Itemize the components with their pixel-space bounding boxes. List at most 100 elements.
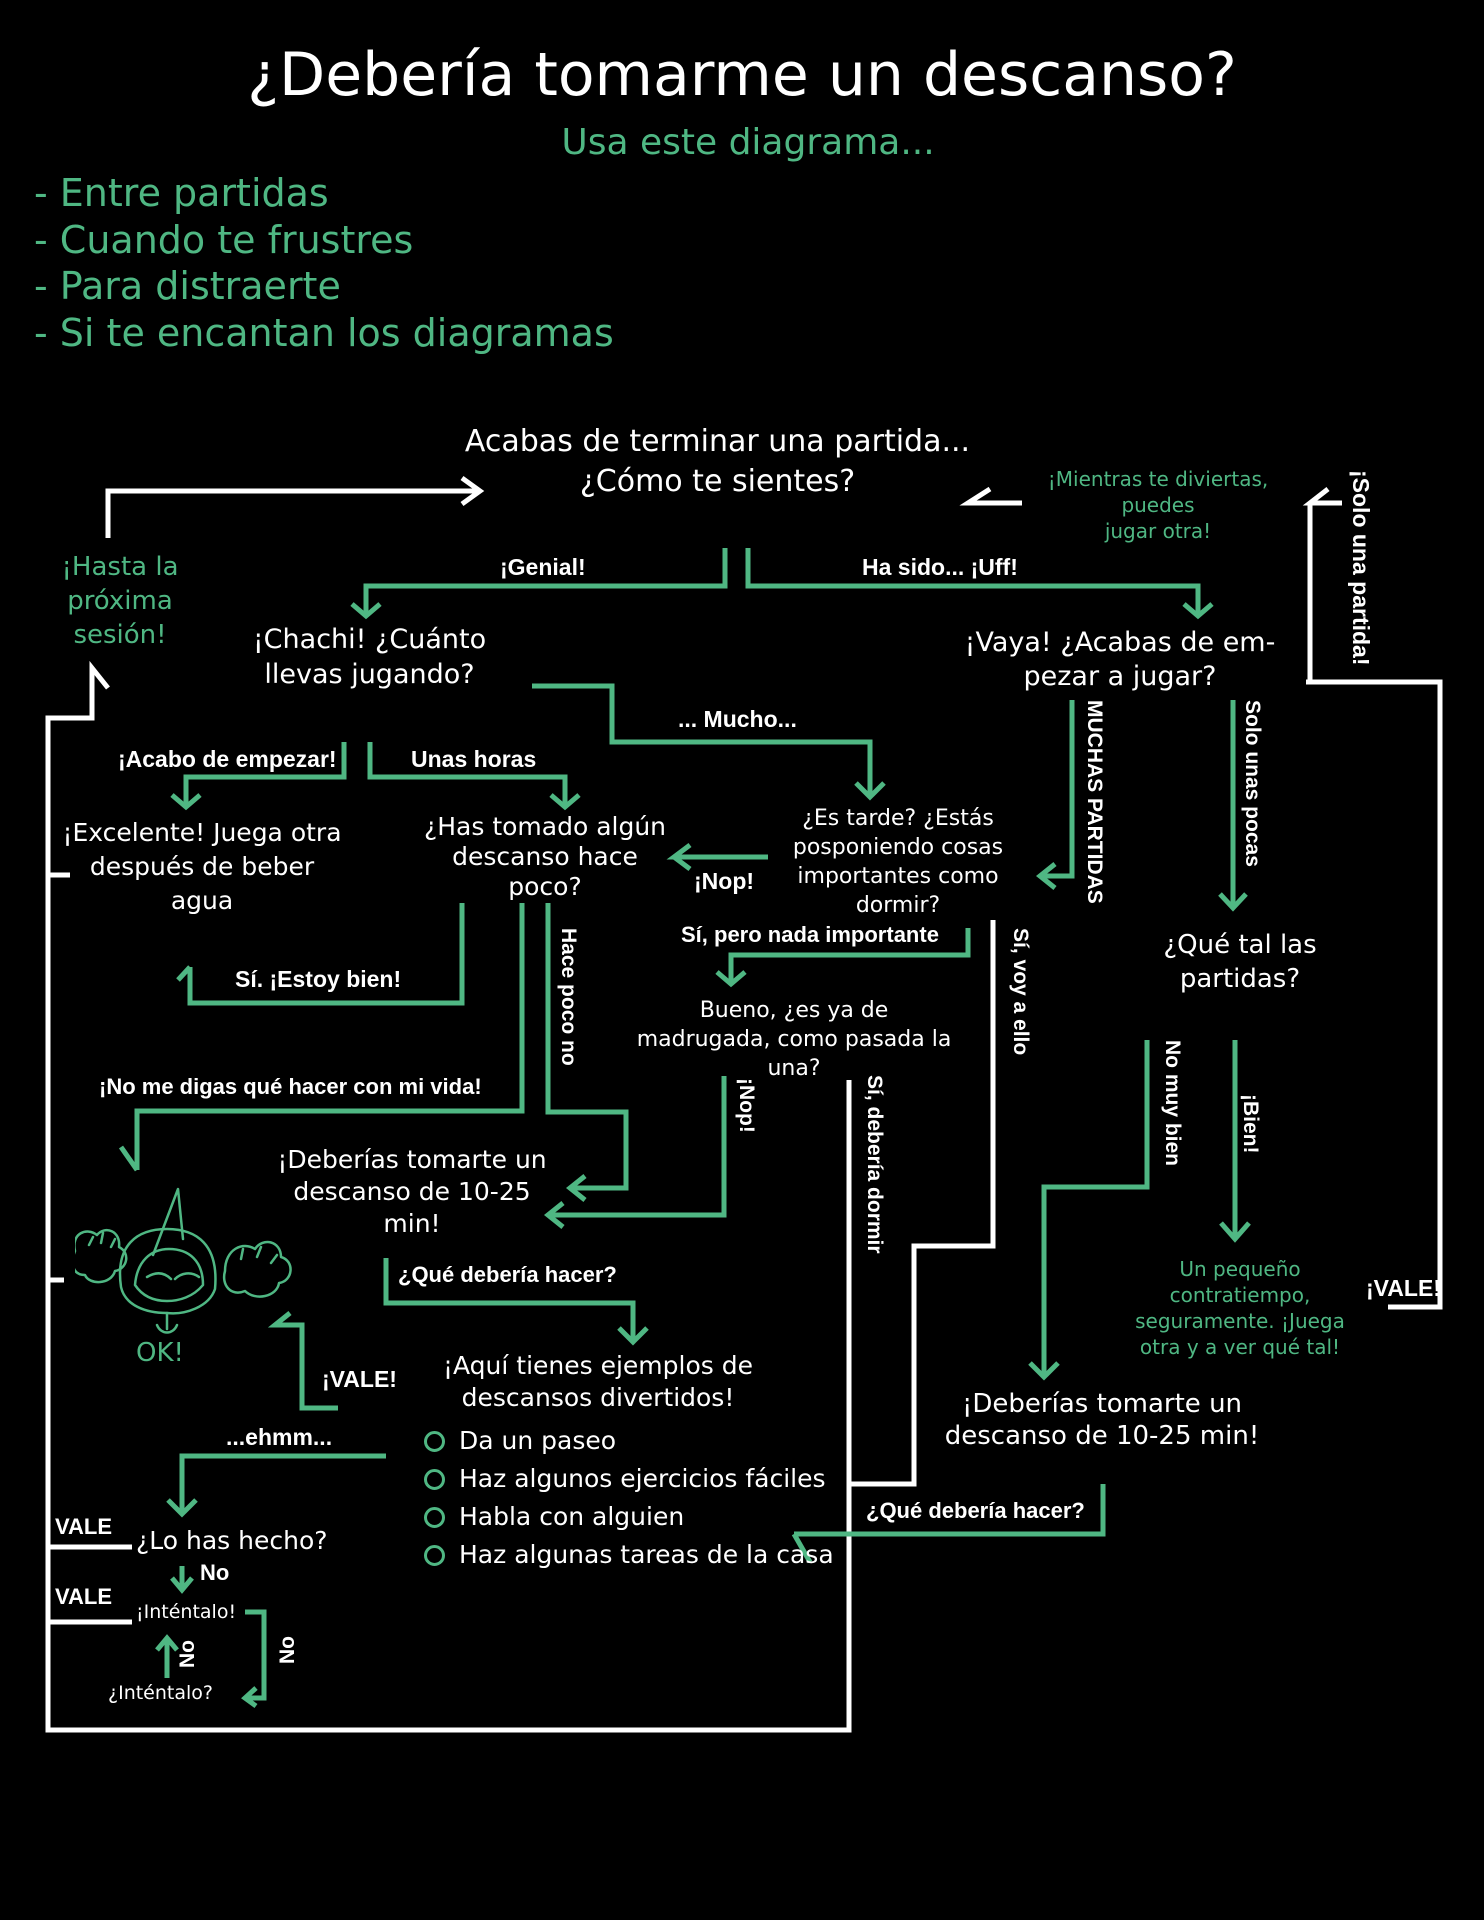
arrowhead-que-hacer2 (791, 1532, 813, 1564)
label-no-1: No (200, 1560, 230, 1585)
arrowhead-excelente (170, 793, 202, 811)
node-descanso-left: ¡Deberías tomarte un descanso de 10-25 m… (277, 1145, 547, 1238)
break-option: Haz algunas tareas de la casa (424, 1540, 834, 1570)
node-contratiempo: Un pequeño contratiempo, seguramente. ¡J… (1135, 1257, 1345, 1359)
connector-hace-poco-no (545, 903, 629, 1191)
node-have-fun: ¡Mientras te diviertas, puedes jugar otr… (1047, 467, 1269, 543)
ok-caption: OK! (136, 1338, 184, 1368)
connector-estoy-bien (187, 903, 465, 1006)
label-bien: ¡Bien! (1239, 1094, 1262, 1154)
label-vale-2: VALE (55, 1584, 113, 1609)
arrowhead-has-tomado (549, 793, 581, 811)
label-si-voy: Sí, voy a ello (1009, 928, 1032, 1056)
label-muchas-partidas: MUCHAS PARTIDAS (1083, 700, 1106, 904)
page-subtitle: Usa este diagrama... (561, 122, 935, 163)
circle-bullet-icon (424, 1469, 445, 1490)
label-no-3: No (276, 1636, 299, 1664)
usage-item: - Cuando te frustres (34, 217, 414, 262)
connector-start-to-chachi (363, 548, 728, 614)
node-intentalo-1: ¡Inténtalo! (136, 1601, 237, 1623)
node-excelente: ¡Excelente! Juega otra después de beber … (62, 818, 342, 915)
circle-bullet-icon (424, 1545, 445, 1566)
arrowhead-contratiempo (1219, 1221, 1251, 1243)
label-unas-horas: Unas horas (411, 746, 537, 772)
connector-no-muy-bien (1041, 1040, 1150, 1375)
connector-bottom-loop (45, 660, 110, 1308)
connector-solo-una-vertical (1307, 503, 1313, 683)
arrowhead-chachi (350, 602, 382, 620)
node-chachi: ¡Chachi! ¿Cuánto llevas jugando? (252, 624, 487, 690)
arrowhead-nop1 (672, 855, 692, 871)
label-nop-1: ¡Nop! (694, 868, 755, 894)
label-no-muy-bien: No muy bien (1161, 1040, 1184, 1167)
label-solo-unas-pocas: Solo unas pocas (1241, 700, 1264, 867)
label-estoy-bien: Sí. ¡Estoy bien! (235, 966, 402, 992)
arrowhead-es-tarde (854, 781, 886, 801)
connector-vale-left (267, 1311, 338, 1411)
break-option: Haz algunos ejercicios fáciles (424, 1460, 834, 1498)
arrowhead-estoy-bien (176, 965, 192, 982)
arrowhead-vaya (1182, 602, 1214, 620)
usage-list: - Entre partidas - Cuando te frustres - … (34, 170, 614, 356)
connector-chachi-mucho (532, 683, 873, 795)
white-connectors (45, 475, 1443, 1733)
connector-solo-una-to-have-fun (1302, 487, 1342, 506)
connector-que-hacer1 (383, 1258, 636, 1340)
connector-main-bottom (45, 1080, 852, 1733)
arrowhead-ejemplos (617, 1326, 649, 1346)
node-es-tarde: ¿Es tarde? ¿Estás posponiendo cosas impo… (792, 806, 1004, 918)
connector-si-pero (728, 928, 971, 982)
circle-bullet-icon (424, 1431, 445, 1452)
page-title: ¿Debería tomarme un descanso? (247, 40, 1237, 110)
label-si-pero: Sí, pero nada importante (681, 922, 939, 947)
connector-see-you-to-start (105, 488, 480, 538)
arrowhead-hace-poco-no (565, 1174, 587, 1202)
node-see-you: ¡Hasta la próxima sesión! (61, 552, 179, 650)
usage-item: - Para distraerte (34, 264, 341, 308)
connector-que-hacer2 (794, 1484, 1106, 1537)
label-que-hacer-1: ¿Qué debería hacer? (398, 1262, 617, 1287)
arrowhead-no3 (241, 1686, 258, 1709)
node-vaya: ¡Vaya! ¿Acabas de em- pezar a jugar? (964, 627, 1276, 692)
arrowhead-muchas (1035, 862, 1057, 890)
label-vale-right: ¡VALE! (1366, 1275, 1441, 1301)
label-ehmm: ...ehmm... (226, 1424, 333, 1450)
arrowhead-madrugada (715, 970, 747, 988)
label-solo-una-partida: ¡Solo una partida! (1348, 470, 1374, 666)
connector-have-fun-to-start (959, 486, 1022, 506)
label-mucho: ... Mucho... (678, 706, 797, 732)
break-option: Da un paseo (424, 1422, 834, 1460)
node-descanso-right: ¡Deberías tomarte un descanso de 10-25 m… (944, 1389, 1260, 1451)
connector-no3 (245, 1609, 267, 1701)
label-si-deberia-dormir: Sí, debería dormir (863, 1075, 886, 1254)
arrowhead-que-tal (1218, 892, 1248, 912)
label-no-2: No (176, 1640, 199, 1668)
label-hace-poco-no: Hace poco no (557, 928, 580, 1066)
node-has-tomado: ¿Has tomado algún descanso hace poco? (423, 812, 667, 901)
connector-si-voy (849, 920, 996, 1487)
arrowhead-nop2 (543, 1201, 565, 1229)
label-vale-1: VALE (55, 1514, 113, 1539)
node-que-tal: ¿Qué tal las partidas? (1163, 930, 1317, 994)
arrowhead-no2 (155, 1634, 179, 1652)
node-madrugada: Bueno, ¿es ya de madrugada, como pasada … (636, 998, 952, 1081)
node-intentalo-2: ¿Inténtalo? (108, 1682, 213, 1704)
label-vale-left: ¡VALE! (322, 1366, 397, 1392)
label-uff: Ha sido... ¡Uff! (862, 554, 1018, 580)
break-options-list: Da un paseo Haz algunos ejercicios fácil… (424, 1422, 834, 1570)
label-nop-2: ¡Nop! (735, 1078, 758, 1133)
label-acabo: ¡Acabo de empezar! (118, 746, 337, 772)
arrowhead-descanso-right (1028, 1361, 1060, 1381)
node-lo-has-hecho: ¿Lo has hecho? (136, 1526, 328, 1555)
connector-acabo (183, 742, 347, 805)
label-que-hacer-2: ¿Qué debería hacer? (866, 1498, 1085, 1523)
usage-item: - Entre partidas (34, 171, 329, 215)
dog-illustration (75, 1187, 292, 1334)
node-start: Acabas de terminar una partida... ¿Cómo … (464, 424, 971, 499)
arrowhead-lo-has-hecho (166, 1498, 198, 1518)
circle-bullet-icon (424, 1507, 445, 1528)
connector-vaya-right-loop (1306, 679, 1443, 1310)
label-genial: ¡Genial! (500, 554, 586, 580)
